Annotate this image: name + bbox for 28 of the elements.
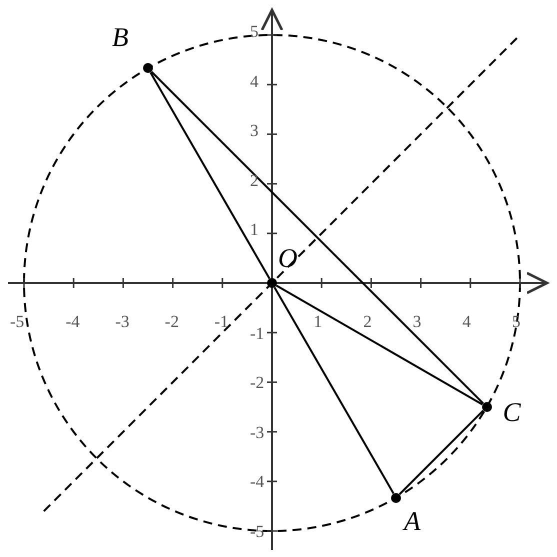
tick-label: -2 xyxy=(250,374,264,392)
tick-label: -4 xyxy=(66,313,80,330)
tick-label: 3 xyxy=(412,313,422,330)
tick-label: 3 xyxy=(250,122,258,140)
tick-label: 2 xyxy=(363,313,372,330)
tick-label: 1 xyxy=(314,313,322,330)
tick-label: -1 xyxy=(250,324,264,342)
line-segment xyxy=(398,410,484,495)
point-label: C xyxy=(502,399,521,426)
tick-label: -5 xyxy=(250,523,264,540)
point-label: A xyxy=(404,508,420,535)
tick-label: 1 xyxy=(250,221,258,238)
tick-label: -4 xyxy=(250,473,264,490)
line-segment xyxy=(150,72,270,280)
line-segment xyxy=(274,286,394,494)
tick-label: 5 xyxy=(512,313,520,330)
tick-label: -1 xyxy=(214,313,229,330)
line-segment xyxy=(276,284,483,406)
tick-label: 5 xyxy=(250,23,258,40)
tick-label: -2 xyxy=(164,313,179,330)
tick-label: 4 xyxy=(250,72,258,90)
tick-label: 4 xyxy=(462,313,471,330)
tick-label: -3 xyxy=(115,313,130,330)
line-segment xyxy=(150,71,484,404)
tick-label: -5 xyxy=(10,313,24,330)
tick-label: 2 xyxy=(250,172,258,189)
tick-label: -3 xyxy=(250,424,264,441)
point-label: B xyxy=(112,24,128,52)
